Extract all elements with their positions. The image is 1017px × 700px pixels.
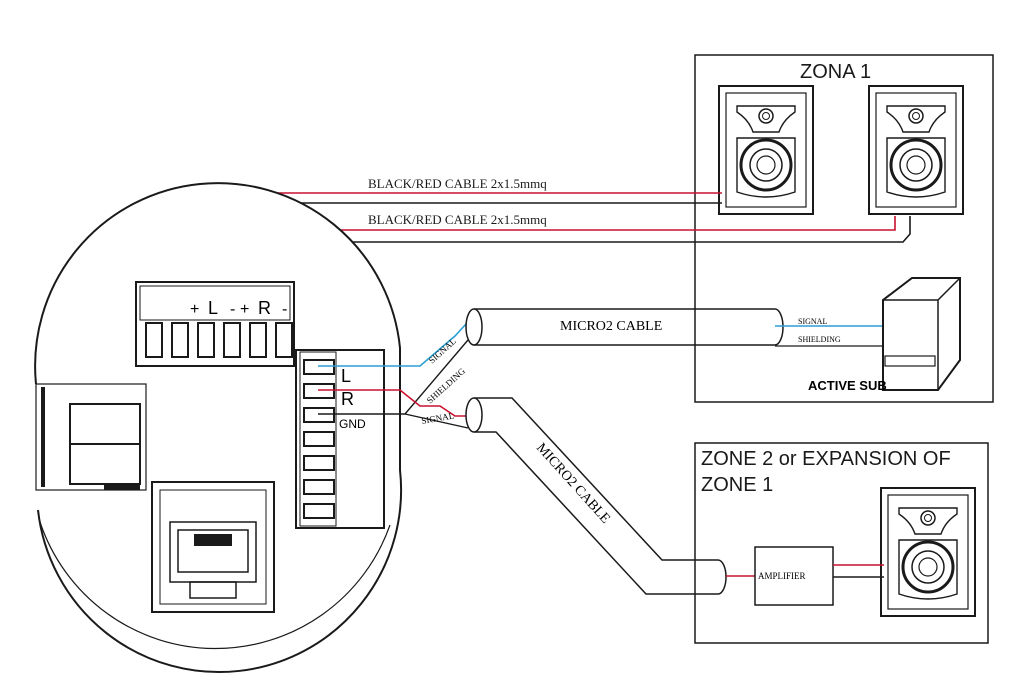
amplifier-box (754, 546, 834, 606)
terminal-label-l: L (208, 298, 218, 318)
zone1-box (694, 54, 994, 403)
speaker-cable-2-label: BLACK/RED CABLE 2x1.5mmq (368, 212, 547, 227)
signal-top-label: SIGNAL (427, 336, 458, 366)
input-terminal-block (295, 349, 385, 529)
terminal-label-minus-l: - (230, 301, 235, 318)
zone2-title-line2: ZONE 1 (701, 474, 773, 496)
micro2-bottom-label: MICRO2 CABLE (533, 441, 613, 527)
micro2-top-label: MICRO2 CABLE (560, 319, 662, 334)
input-label-r: R (341, 389, 354, 409)
input-label-l: L (341, 366, 351, 386)
speaker-cable-1-label: BLACK/RED CABLE 2x1.5mmq (368, 176, 547, 191)
terminal-label-r: R (258, 298, 271, 318)
controller-body-arc (39, 521, 391, 650)
speaker-icon (867, 84, 965, 216)
zone1-title: ZONA 1 (800, 61, 871, 83)
shielding-label: SHIELDING (425, 366, 468, 406)
input-label-gnd: GND (339, 417, 366, 431)
terminal-label-minus-r: - (282, 301, 287, 318)
controller-body (34, 182, 403, 674)
micro2-cable-top (465, 308, 784, 346)
output-terminal-block (135, 281, 295, 367)
signal-wire-top (318, 323, 467, 367)
terminal-label-plus-r: + (240, 301, 249, 318)
rj45-port-icon (151, 481, 275, 613)
sub-signal-label: SIGNAL (798, 317, 827, 326)
zone2-box (694, 442, 989, 644)
micro2-cable-bottom (465, 397, 727, 595)
shielding-wire-bottom (404, 413, 469, 429)
sub-shielding-label: SHIELDING (798, 335, 841, 344)
speaker-icon (717, 84, 815, 216)
speaker-icon (879, 486, 977, 618)
zone2-title-line1: ZONE 2 or EXPANSION OF (701, 448, 951, 470)
signal-wire-bottom (318, 389, 472, 417)
amplifier-label: AMPLIFIER (758, 571, 806, 581)
terminal-label-plus-l: + (190, 301, 199, 318)
active-sub-label: ACTIVE SUB (808, 378, 887, 393)
subwoofer-icon (882, 277, 961, 391)
